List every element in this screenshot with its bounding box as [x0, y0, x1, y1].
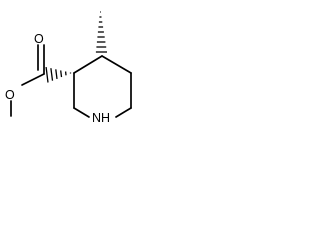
- bond-n1-c2: [73, 107, 90, 118]
- carbonyl-oxygen-label: O: [34, 32, 44, 46]
- bond-c6-n1: [115, 107, 132, 118]
- ring-nitrogen-label: NH: [92, 111, 110, 125]
- ester-hash-bond: [45, 67, 72, 83]
- molecule-structure: O O NH: [5, 11, 132, 125]
- bond-carbonyl-ester-oxygen: [21, 73, 45, 86]
- ester-oxygen-label: O: [5, 88, 15, 102]
- bond-c4-c5: [101, 55, 132, 74]
- bond-c3-c4: [73, 55, 103, 74]
- methyl-hash-lines: [95, 11, 107, 53]
